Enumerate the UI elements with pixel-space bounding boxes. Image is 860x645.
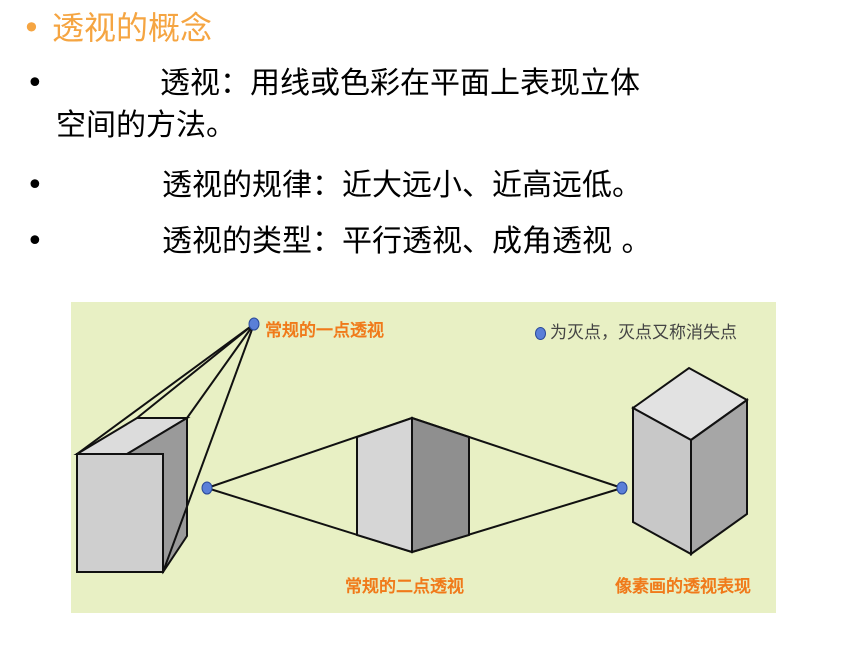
vanishing-point-left (201, 481, 213, 495)
perspective-drawing (73, 317, 749, 575)
label-sketch: 像素画的透视表现 (615, 577, 751, 597)
sketch-cube (631, 366, 749, 556)
note-text: 为灭点，灭点又称消失点 (550, 323, 737, 343)
one-point-cube (73, 323, 255, 575)
item-1-line-1: 透视：用线或色彩在平面上表现立体 (160, 66, 640, 101)
vanishing-point-icon (535, 326, 546, 340)
vanishing-point-note: 为灭点，灭点又称消失点 (535, 318, 737, 343)
item-3-text: 透视的类型：平行透视、成角透视 。 (162, 224, 652, 259)
item-2-text: 透视的规律：近大远小、近高远低。 (162, 168, 642, 203)
two-point-cube (206, 416, 623, 554)
bullet-1: • (26, 66, 44, 101)
vanishing-point-top (248, 317, 260, 331)
vanishing-point-right (616, 481, 628, 495)
bullet-3: • (26, 224, 44, 259)
item-1-line-2: 空间的方法。 (56, 108, 236, 143)
perspective-figure: 常规的一点透视 为灭点，灭点又称消失点 常规的二点透视 像素画的透视表现 (71, 302, 776, 613)
bullet-2: • (26, 168, 44, 203)
title-bullet: • (22, 9, 41, 47)
label-two-point: 常规的二点透视 (345, 577, 464, 597)
slide-title: • 透视的概念 (22, 6, 212, 50)
label-one-point: 常规的一点透视 (265, 321, 384, 341)
title-text: 透视的概念 (52, 9, 213, 47)
